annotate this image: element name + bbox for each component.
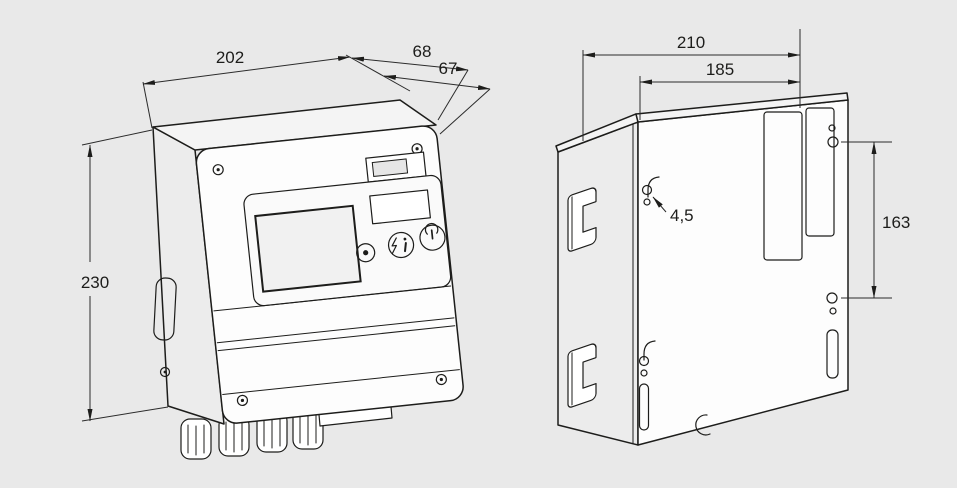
mounting-holes-top-right (827, 124, 839, 148)
extension-line (439, 88, 491, 135)
reset-dot-icon (363, 250, 369, 256)
panel-seams (213, 285, 460, 395)
lightning-info-icon (391, 237, 407, 254)
corner-screw (212, 164, 224, 176)
dimension-line-67 (383, 74, 491, 91)
extension-line (81, 406, 169, 422)
corner-screw (435, 373, 447, 386)
dim-230-label: 230 (81, 273, 109, 292)
rear-top-face (635, 92, 849, 123)
keyhole-slot (826, 329, 839, 379)
power-icon (424, 222, 439, 240)
rear-main-face (637, 99, 849, 446)
leader-line-4-5 (652, 196, 667, 213)
dim-202-label: 202 (216, 48, 244, 67)
housing-top-face (152, 99, 437, 151)
extension-line (81, 129, 153, 146)
cable-slot-right (805, 107, 835, 237)
lcd-screen (254, 204, 362, 293)
mounting-holes-top-left (641, 176, 660, 206)
cable-gland (292, 408, 324, 450)
rear-view: 210 185 4,5 163 (555, 29, 910, 446)
dim-68-label: 68 (413, 42, 432, 61)
front-view-dimensions: 202 68 67 230 (81, 42, 491, 422)
hanger-hook-bottom (695, 414, 711, 436)
side-label-slot (153, 277, 177, 341)
rear-view-dimensions: 210 185 4,5 163 (582, 29, 910, 299)
hanger-hook (647, 176, 660, 198)
cable-gland (180, 418, 212, 460)
dimension-line-202 (142, 56, 351, 85)
hinge-lower (567, 343, 597, 408)
hinge-upper (567, 187, 597, 252)
mounting-holes-bottom-left (638, 340, 656, 431)
power-button (419, 222, 446, 251)
mounting-holes-bottom-right (826, 292, 839, 379)
corner-screw (236, 394, 249, 407)
extension-line (142, 81, 153, 129)
info-button (387, 231, 415, 259)
status-display (365, 151, 427, 183)
dim-4-5-label: 4,5 (670, 206, 694, 225)
dim-185-label: 185 (706, 60, 734, 79)
cable-gland (256, 411, 288, 453)
hanger-hook (643, 340, 656, 361)
dimension-line-68 (351, 56, 469, 72)
keyhole-slot (638, 383, 650, 431)
label-window (369, 189, 431, 225)
dim-210-label: 210 (677, 33, 705, 52)
dim-67-label: 67 (439, 59, 458, 78)
footer-strip (0, 488, 957, 500)
dim-163-label: 163 (882, 213, 910, 232)
side-screw (159, 366, 171, 378)
front-view: 202 68 67 230 (81, 42, 491, 460)
cable-slot-left (763, 111, 803, 261)
housing-front-face (195, 125, 464, 424)
reset-button (356, 243, 376, 263)
